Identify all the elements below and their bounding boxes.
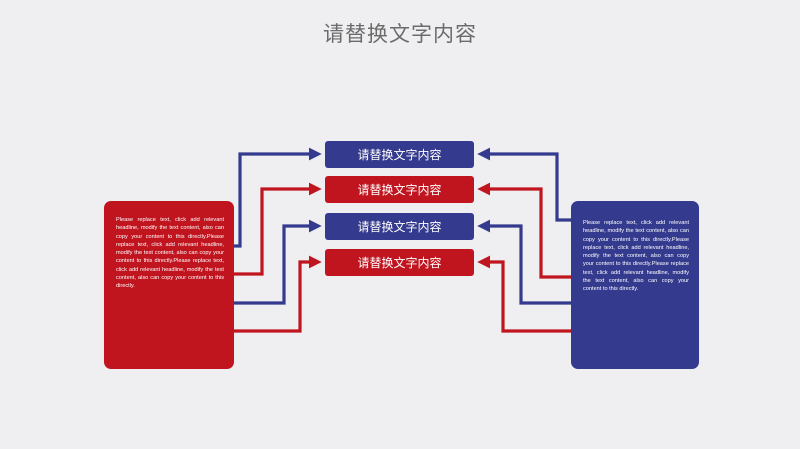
- right-text-panel: Please replace text, click add relevant …: [571, 201, 699, 369]
- left-connector-3: [234, 219, 322, 305]
- left-connector-1: [234, 147, 322, 248]
- right-panel-text: Please replace text, click add relevant …: [583, 220, 689, 293]
- center-box-2: 请替换文字内容: [325, 176, 474, 203]
- center-box-label: 请替换文字内容: [357, 256, 442, 270]
- center-box-label: 请替换文字内容: [357, 148, 442, 162]
- right-connector-1: [477, 147, 571, 222]
- center-box-3: 请替换文字内容: [325, 213, 474, 240]
- center-box-1: 请替换文字内容: [325, 141, 474, 168]
- right-connector-2: [477, 182, 571, 279]
- left-connector-4: [234, 255, 322, 333]
- right-connector-4: [477, 255, 571, 333]
- left-connector-2: [234, 182, 322, 276]
- center-box-4: 请替换文字内容: [325, 249, 474, 276]
- page-title: 请替换文字内容: [323, 22, 477, 46]
- center-box-label: 请替换文字内容: [357, 183, 442, 197]
- left-text-panel: Please replace text, click add relevant …: [104, 201, 234, 369]
- center-box-label: 请替换文字内容: [357, 220, 442, 234]
- left-panel-text: Please replace text, click add relevant …: [116, 217, 224, 290]
- right-connector-3: [477, 219, 571, 305]
